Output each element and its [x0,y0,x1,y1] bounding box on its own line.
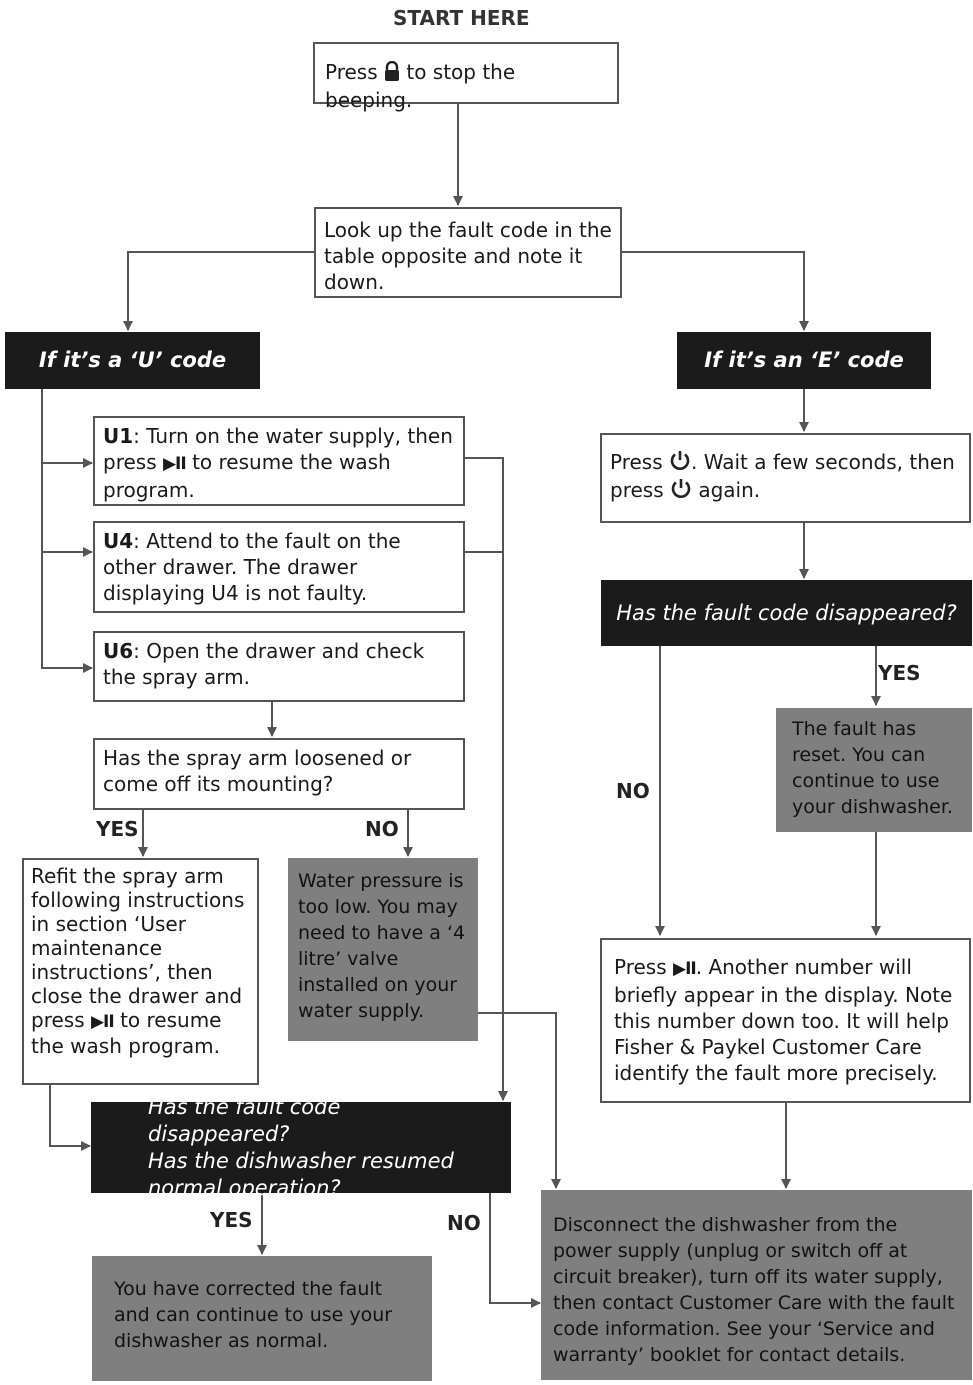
power-text-start: Press [610,450,669,474]
start-pause-icon: ▶II [90,1012,115,1032]
u-yes-label: YES [210,1208,253,1232]
corrected-fault-box: You have corrected the fault and can con… [92,1256,432,1381]
lookup-fault-code-box: Look up the fault code in the table oppo… [314,207,622,298]
spray-arm-question-box: Has the spray arm loosened or come off i… [93,738,465,810]
power-icon [670,477,692,505]
u4-code: U4 [103,529,134,553]
u-question-line2: Has the dishwasher resumed normal operat… [148,1148,454,1200]
power-text-middle: . Wait a few seconds, then press [610,450,955,502]
start-pause-icon: ▶II [673,959,697,979]
u-no-label: NO [447,1211,481,1235]
water-pressure-box: Water pressure is too low. You may need … [288,858,478,1041]
fault-reset-box: The fault has reset. You can continue to… [776,708,972,832]
u-fault-question-box: Has the fault code disappeared? Has the … [91,1095,511,1200]
e-no-label: NO [616,779,650,803]
stop-beeping-text-start: Press [325,60,384,84]
u-code-header: If it’s a ‘U’ code [5,332,260,389]
another-number-text-start: Press [614,955,673,979]
refit-text-end: to resume the wash program. [31,1008,222,1058]
stop-beeping-text-end: to stop the beeping. [325,60,516,112]
spray-no-label: NO [365,817,399,841]
another-number-text-end: . Another number will briefly appear in … [614,955,953,1085]
u4-instruction-box: U4: Attend to the fault on the other dra… [93,521,465,613]
u1-text-end: to resume the wash program. [103,450,391,502]
lock-icon [384,60,400,87]
refit-spray-arm-box: Refit the spray arm following instructio… [22,858,259,1085]
u6-instruction-box: U6: Open the drawer and check the spray … [93,631,465,702]
u6-text: : Open the drawer and check the spray ar… [103,639,425,689]
e-fault-question-box: Has the fault code disappeared? [601,580,972,646]
u1-instruction-box: U1: Turn on the water supply, then press… [93,416,465,506]
u-question-line1: Has the fault code disappeared? [148,1094,341,1146]
u6-code: U6 [103,639,134,663]
refit-text-start: Refit the spray arm following instructio… [31,864,245,1032]
u4-text: : Attend to the fault on the other drawe… [103,529,401,605]
another-number-box: Press ▶II. Another number will briefly a… [600,938,971,1103]
start-here-title: START HERE [393,6,530,30]
stop-beeping-box: Press to stop the beeping. [313,42,619,112]
power-cycle-box: Press . Wait a few seconds, then press a… [600,433,971,523]
e-code-header: If it’s an ‘E’ code [677,332,931,389]
u1-text-start: : Turn on the water supply, then press [103,424,453,474]
spray-yes-label: YES [96,817,139,841]
disconnect-box: Disconnect the dishwasher from the power… [541,1190,972,1380]
u1-code: U1 [103,424,134,448]
e-yes-label: YES [878,661,921,685]
power-text-end: again. [691,478,761,502]
power-icon [669,449,691,477]
start-pause-icon: ▶II [162,454,187,474]
